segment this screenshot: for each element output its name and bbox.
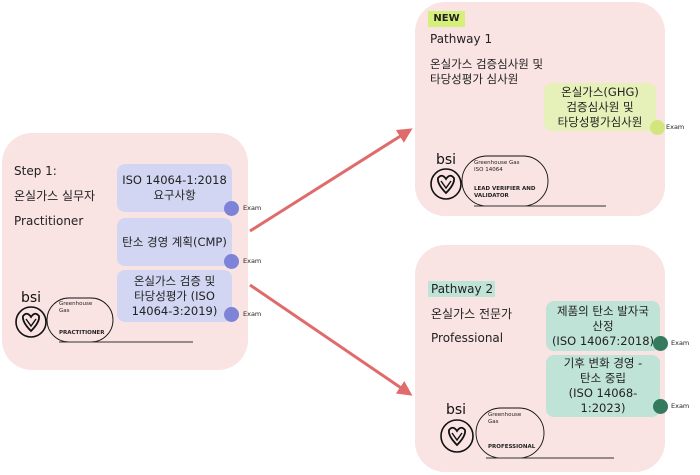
logo-line1: Greenhouse	[488, 412, 522, 418]
course-line: 타당성평가심사원	[557, 114, 643, 129]
course-line: ISO 14064-1:2018	[122, 173, 227, 187]
kitemark-icon: bsi	[430, 152, 606, 207]
pathway1-exam-label: Exam	[666, 123, 685, 131]
logo-level: PROFESSIONAL	[488, 444, 536, 450]
logo-level: PRACTITIONER	[59, 330, 105, 336]
pathway2-course-iso14068: 기후 변화 경영 -탄소 중립(ISO 14068-1:2023)	[546, 355, 660, 417]
step1-exam2-label: Exam	[243, 257, 262, 265]
step1-exam3-dot	[224, 307, 239, 322]
pathway2-exam2-dot	[653, 399, 668, 414]
step1-heading: Step 1:	[14, 164, 57, 178]
bsi-wordmark: bsi	[21, 290, 41, 306]
step1-title-ko: 온실가스 실무자	[14, 189, 96, 203]
logo-level: VALIDATOR	[474, 193, 509, 199]
course-line: 탄소 중립	[580, 371, 626, 385]
step1-course-cmp: 탄소 경영 계획(CMP)	[117, 218, 232, 266]
step1-title-en: Practitioner	[14, 214, 84, 228]
pathway2-title-en: Professional	[431, 331, 504, 345]
pathway1-title-line2: 타당성평가 심사원	[430, 72, 519, 86]
pathway2-heading-highlight	[428, 281, 495, 297]
course-line: 탄소 경영 계획(CMP)	[122, 234, 227, 249]
bsi-wordmark: bsi	[446, 402, 466, 418]
bsi-wordmark: bsi	[436, 152, 456, 168]
pathway1-heading: Pathway 1	[430, 32, 493, 46]
step1-exam1-label: Exam	[243, 204, 262, 212]
course-line: 1:2023)	[580, 401, 626, 415]
logo-line2: ISO 14064	[474, 167, 503, 173]
pathway2-title-ko: 온실가스 전문가	[431, 307, 513, 321]
course-line: 온실가스 검증 및	[133, 273, 216, 288]
pathway2-heading: Pathway 2	[431, 282, 494, 296]
pathway2-exam2-label: Exam	[671, 402, 690, 410]
course-line: 온실가스(GHG)	[561, 84, 639, 99]
step1-exam1-dot	[224, 201, 239, 216]
bsi-professional-mark: bsi Greenhouse Gas PROFESSIONAL	[430, 400, 616, 462]
logo-line2: Gas	[488, 419, 499, 425]
step1-exam3-label: Exam	[243, 310, 262, 318]
new-badge: NEW	[428, 11, 465, 27]
course-line: 산정	[592, 318, 614, 333]
logo-line2: Gas	[59, 308, 70, 314]
course-line: 제품의 탄소 발자국	[557, 303, 649, 318]
pathway1-title-line1: 온실가스 검증심사원 및	[430, 57, 544, 71]
course-line: 기후 변화 경영 -	[563, 356, 643, 370]
course-line: (ISO 14067:2018)	[551, 333, 655, 348]
course-line: 14064-3:2019)	[131, 303, 218, 318]
arrow-to-pathway2	[249, 283, 413, 396]
logo-line1: Greenhouse Gas	[474, 160, 520, 166]
pathway2-exam1-dot	[653, 336, 668, 351]
bsi-practitioner-mark: bsi Greenhouse Gas PRACTITIONER	[7, 288, 197, 346]
course-line: 검증심사원 및	[566, 99, 634, 114]
logo-level: LEAD VERIFIER AND	[474, 186, 536, 192]
arrow-to-pathway1	[249, 128, 413, 233]
kitemark-icon: bsi	[440, 402, 614, 459]
pathway1-exam-dot	[650, 120, 665, 135]
kitemark-icon: bsi	[15, 290, 193, 343]
course-line: 타당성평가 (ISO	[134, 288, 215, 303]
pathway2-exam1-label: Exam	[671, 339, 690, 347]
course-line: 요구사항	[153, 188, 196, 202]
bsi-lead-verifier-mark: bsi Greenhouse Gas ISO 14064 LEAD VERIFI…	[422, 150, 608, 208]
course-line: (ISO 14068-	[568, 386, 638, 400]
step1-exam2-dot	[224, 254, 239, 269]
logo-line1: Greenhouse	[59, 301, 93, 307]
